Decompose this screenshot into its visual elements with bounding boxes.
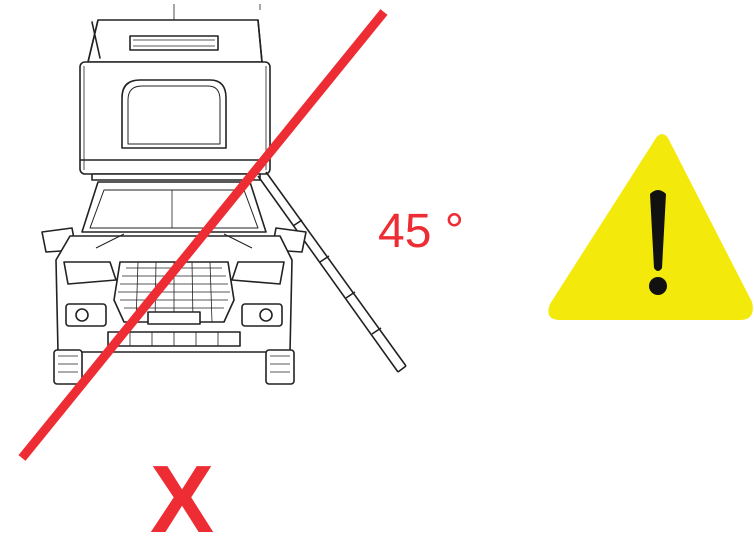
- warning-triangle-icon: [548, 134, 753, 320]
- angle-label: 45 °: [378, 205, 464, 258]
- crossout-mark: X: [150, 446, 215, 553]
- ladder-icon: [257, 171, 407, 373]
- exclamation-mark-icon: [650, 190, 666, 271]
- suv-front-view-icon: [41, 181, 307, 385]
- diagonal-strike-icon: [18, 9, 388, 461]
- diagram-canvas: 45 ° X: [18, 4, 753, 548]
- rooftop-tent-icon: [79, 4, 271, 181]
- diagram-svg: [18, 4, 753, 461]
